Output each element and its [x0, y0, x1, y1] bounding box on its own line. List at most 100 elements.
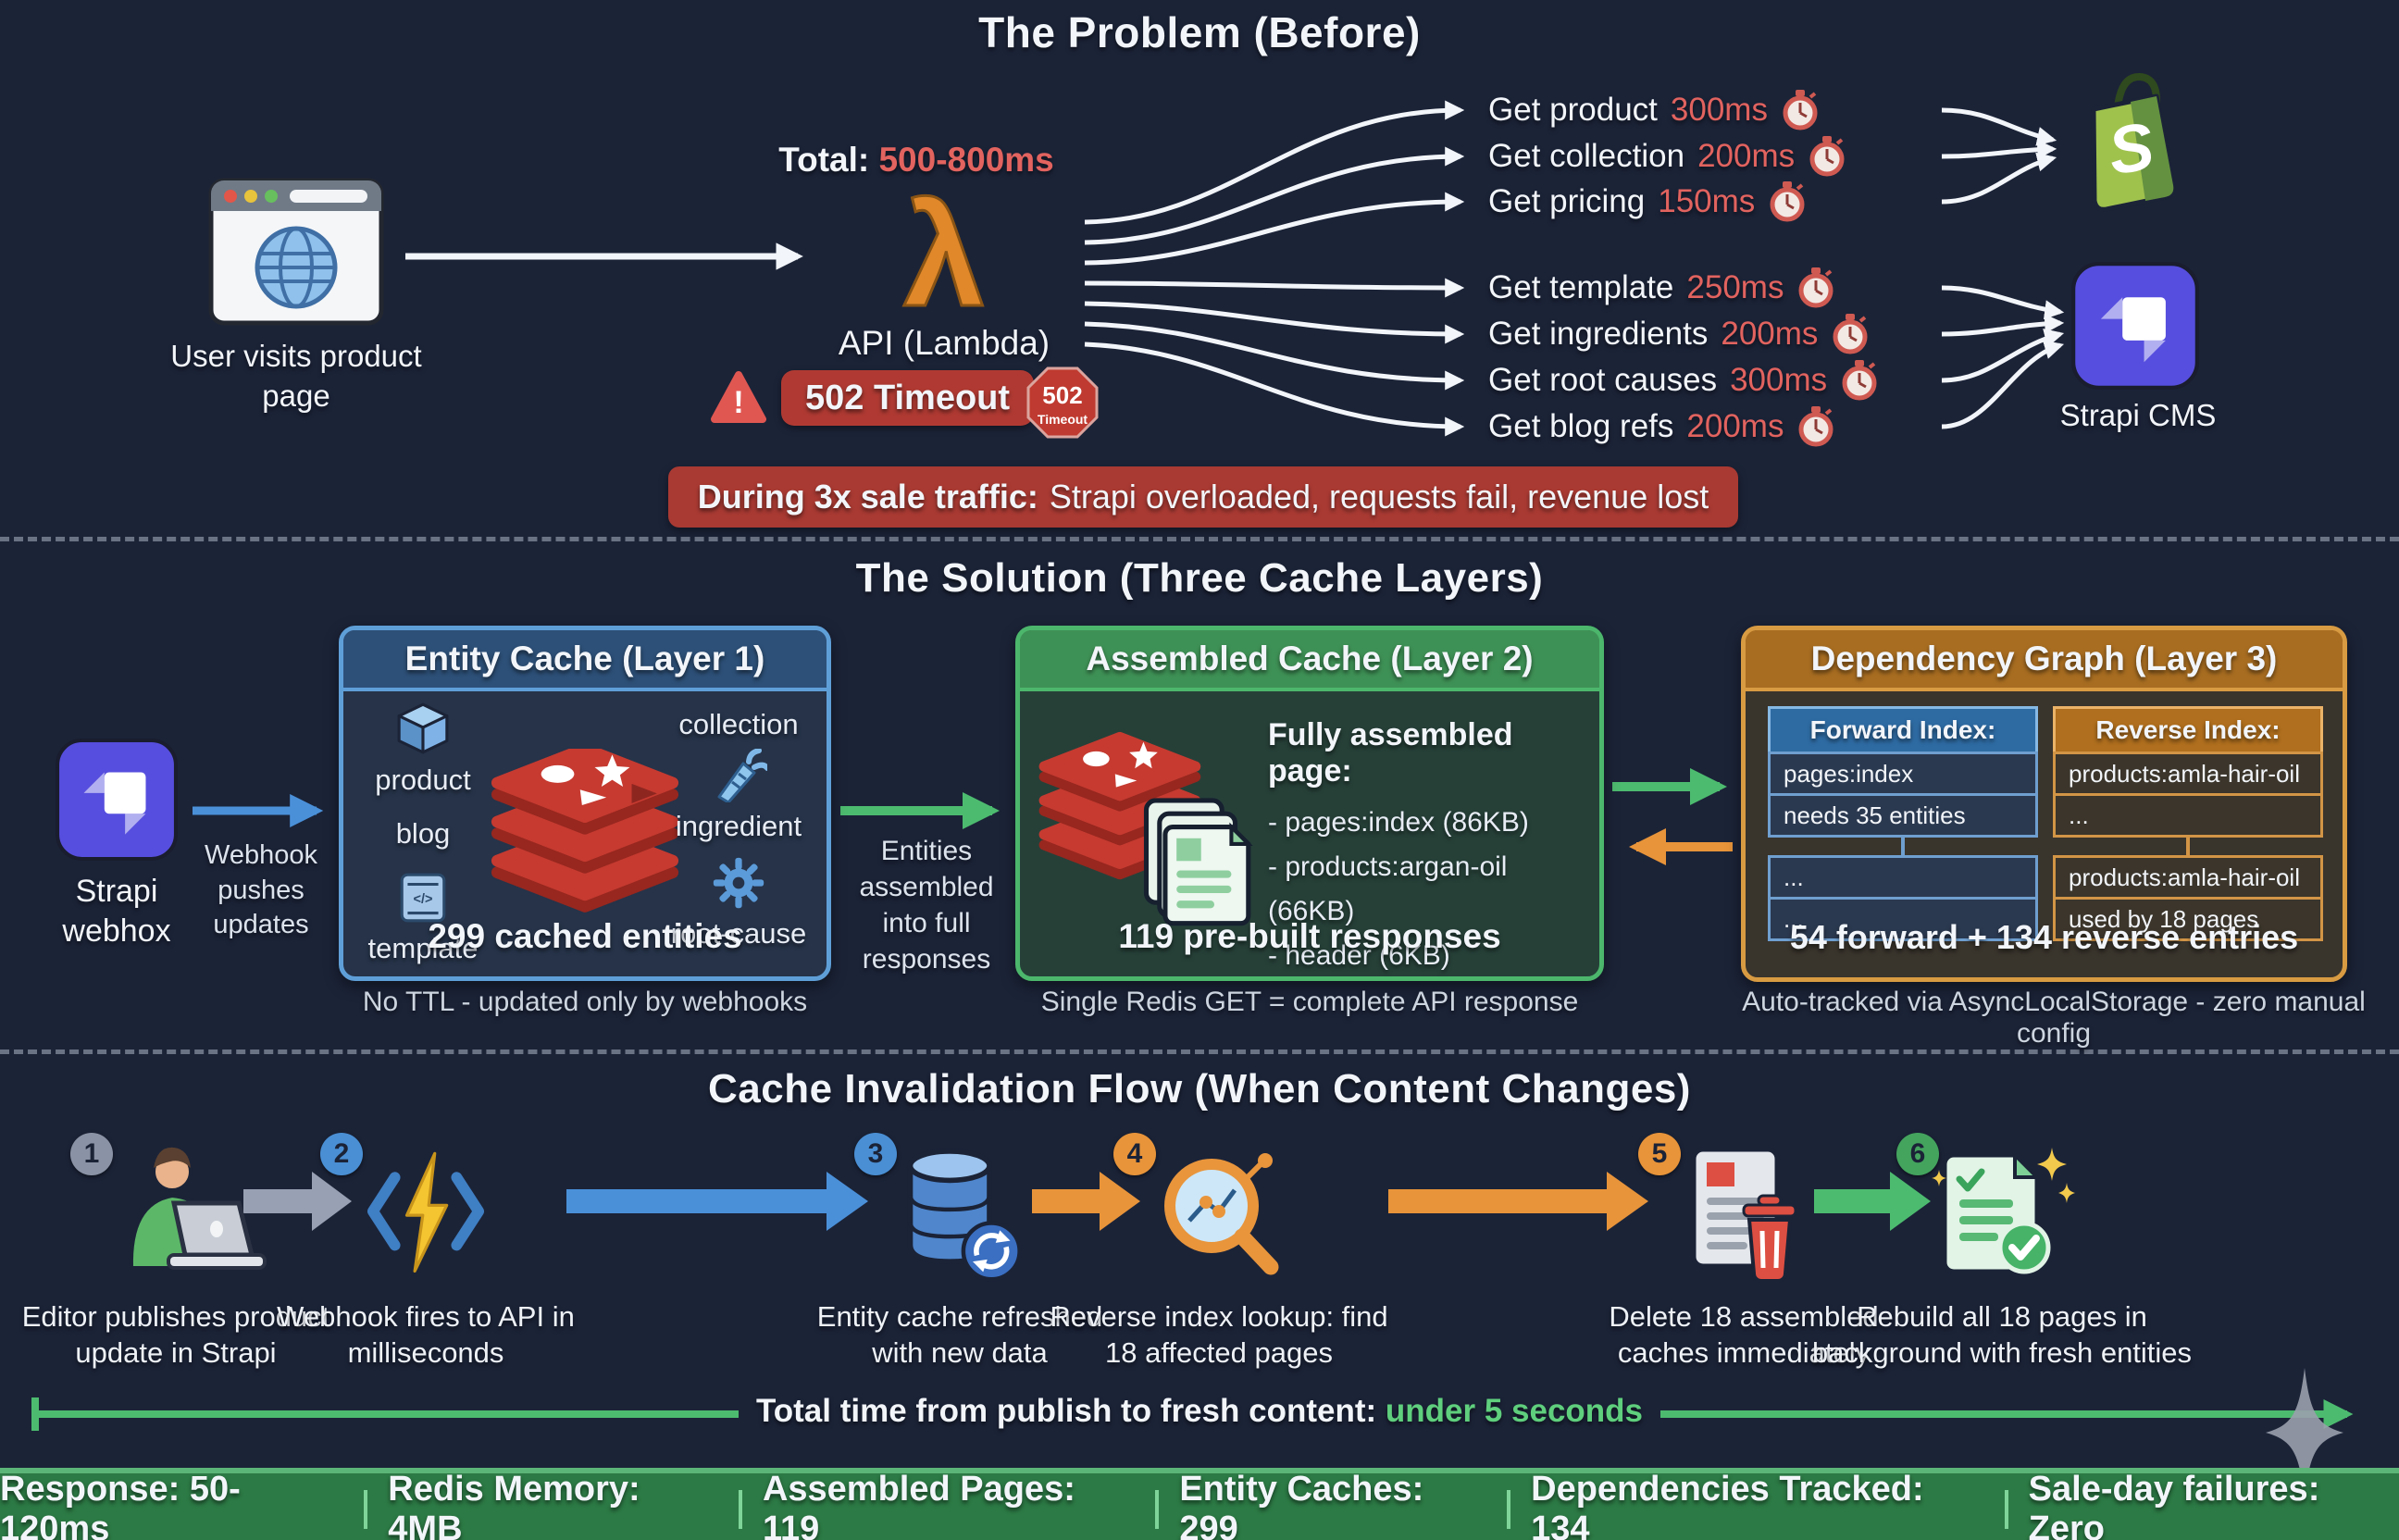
- stopwatch-icon: [1783, 90, 1818, 130]
- assembled-page-list: Fully assembled page: - pages:index (86K…: [1268, 717, 1592, 978]
- problem-title: The Problem (Before): [978, 8, 1421, 56]
- stat-failures: Sale-day failures: Zero: [2028, 1470, 2320, 1540]
- timeout-stop-sign-icon: 502 Timeout: [1026, 366, 1099, 439]
- strapi-webhook-icon: [56, 739, 178, 861]
- section-divider: [0, 1049, 2399, 1054]
- flow-step-2: 2 Webhook fires to API in milliseconds: [255, 1131, 597, 1372]
- step-number-badge: 4: [1113, 1133, 1156, 1175]
- svg-text:Timeout: Timeout: [1038, 412, 1088, 427]
- delete-cache-trash-icon: [1691, 1147, 1796, 1283]
- stopwatch-icon: [1798, 406, 1833, 447]
- step-number-badge: 3: [854, 1133, 897, 1175]
- entity-item-product: product: [375, 764, 471, 796]
- stopwatch-icon: [1798, 267, 1833, 308]
- warning-icon: !: [711, 371, 766, 423]
- timeout-pill: 502 Timeout: [781, 370, 1035, 426]
- stat-redis-memory: Redis Memory: 4MB: [388, 1470, 640, 1540]
- stopwatch-icon: [1842, 360, 1877, 401]
- browser-icon: [208, 178, 384, 326]
- stat-separator: [364, 1490, 368, 1529]
- table-connector: [1901, 838, 1905, 858]
- strapi-cms-label: Strapi CMS: [2059, 398, 2217, 432]
- flow-step-6: 6 Rebuild all 18 pages in background wit…: [1789, 1131, 2215, 1372]
- assembled-page-item: - header (6KB): [1268, 940, 1450, 971]
- dependency-graph-caption: Auto-tracked via AsyncLocalStorage - zer…: [1742, 987, 2366, 1049]
- stat-separator: [1507, 1490, 1511, 1529]
- svg-text:λ: λ: [903, 183, 985, 329]
- stat-response: Response: 50-120ms: [0, 1470, 241, 1540]
- strapi-webhook-label: Strapi webhox: [62, 874, 171, 949]
- section-divider: [0, 537, 2399, 541]
- entity-cache-count: 299 cached entities: [428, 917, 742, 955]
- redis-icon: [491, 749, 679, 913]
- stat-separator: [2004, 1490, 2008, 1529]
- strapi-cms-icon: [2071, 262, 2199, 390]
- stopwatch-icon: [1833, 314, 1868, 354]
- assembled-page-heading: Fully assembled page:: [1268, 717, 1513, 789]
- reverse-index-row: ...: [2053, 793, 2323, 838]
- reverse-index-row: products:amla-hair-oil: [2053, 855, 2323, 900]
- reverse-index-row: products:amla-hair-oil: [2053, 751, 2323, 796]
- step-label: Webhook fires to API in milliseconds: [277, 1300, 575, 1369]
- webhook-bolt-icon: [367, 1151, 484, 1273]
- forward-index-title: Forward Index:: [1768, 706, 2038, 754]
- stat-separator: [739, 1490, 742, 1529]
- entity-item-ingredient: ingredient: [675, 810, 802, 842]
- database-refresh-icon: [907, 1149, 1022, 1282]
- step-label: Entity cache refreshed with new data: [816, 1300, 1103, 1369]
- dependency-graph-count: 54 forward + 134 reverse entries: [1789, 918, 2299, 956]
- stats-bar: Response: 50-120ms Redis Memory: 4MB Ass…: [0, 1468, 2399, 1540]
- step-label: Delete 18 assembled caches immediately: [1609, 1300, 1879, 1369]
- total-time-line: Total time from publish to fresh content…: [755, 1393, 1644, 1429]
- step-number-badge: 1: [70, 1133, 113, 1175]
- sale-traffic-banner: During 3x sale traffic: Strapi overloade…: [668, 466, 1738, 528]
- reverse-lookup-magnifier-icon: [1164, 1153, 1279, 1275]
- entity-item-rootcause: root-cause: [670, 917, 807, 950]
- stat-assembled-pages: Assembled Pages: 119: [762, 1470, 1075, 1540]
- carrot-icon: [717, 749, 767, 802]
- rebuild-pages-check-icon: [1932, 1148, 2075, 1274]
- step-number-badge: 5: [1638, 1133, 1681, 1175]
- assembled-cache-title: Assembled Cache (Layer 2): [1020, 630, 1599, 691]
- solution-title: The Solution (Three Cache Layers): [855, 555, 1544, 601]
- entity-items-left: product blog </> template: [358, 699, 488, 965]
- flow-step-5: 5 Delete 18 assembled caches immediately: [1586, 1131, 1901, 1372]
- entity-cache-box: Entity Cache (Layer 1): [339, 626, 831, 981]
- reverse-index-title: Reverse Index:: [2053, 706, 2323, 754]
- step-label: Rebuild all 18 pages in background with …: [1811, 1300, 2193, 1369]
- step-number-badge: 6: [1896, 1133, 1939, 1175]
- shopify-icon: S: [2091, 73, 2176, 212]
- forward-index-row: ...: [1768, 897, 2038, 941]
- entity-item-template: template: [367, 932, 479, 964]
- user-visit-label: User visits product page: [170, 339, 422, 413]
- forward-index-row: ...: [1768, 855, 2038, 900]
- stopwatch-icon: [1809, 136, 1845, 177]
- entity-items-right: collection ingredient: [660, 708, 817, 950]
- entity-cache-caption: No TTL - updated only by webhooks: [362, 987, 808, 1017]
- assembled-cache-caption: Single Redis GET = complete API response: [1040, 987, 1579, 1017]
- step-number-badge: 2: [320, 1133, 363, 1175]
- product-box-icon: [397, 702, 449, 754]
- webhook-arrow-label: Webhook pushes updates: [205, 840, 317, 940]
- editor-person-icon: [129, 1147, 267, 1270]
- svg-text:!: !: [733, 385, 743, 420]
- svg-text:502: 502: [1042, 381, 1082, 409]
- api-lambda-label: API (Lambda): [838, 324, 1050, 362]
- forward-index-row: pages:index: [1768, 751, 2038, 796]
- lambda-icon: λ: [902, 183, 987, 329]
- flow-step-1: 1 Editor publishes product update in Str…: [0, 1131, 352, 1372]
- flow-title: Cache Invalidation Flow (When Content Ch…: [708, 1066, 1691, 1112]
- forward-index-table: Forward Index: pages:index needs 35 enti…: [1768, 706, 2038, 941]
- reverse-index-row: used by 18 pages: [2053, 897, 2323, 941]
- step-label: Editor publishes product update in Strap…: [21, 1300, 330, 1369]
- flow-step-4: 4 Reverse index lookup: find 18 affected…: [1048, 1131, 1390, 1372]
- assembled-page-item: - products:argan-oil (66KB): [1268, 851, 1508, 926]
- gear-icon: [713, 857, 764, 909]
